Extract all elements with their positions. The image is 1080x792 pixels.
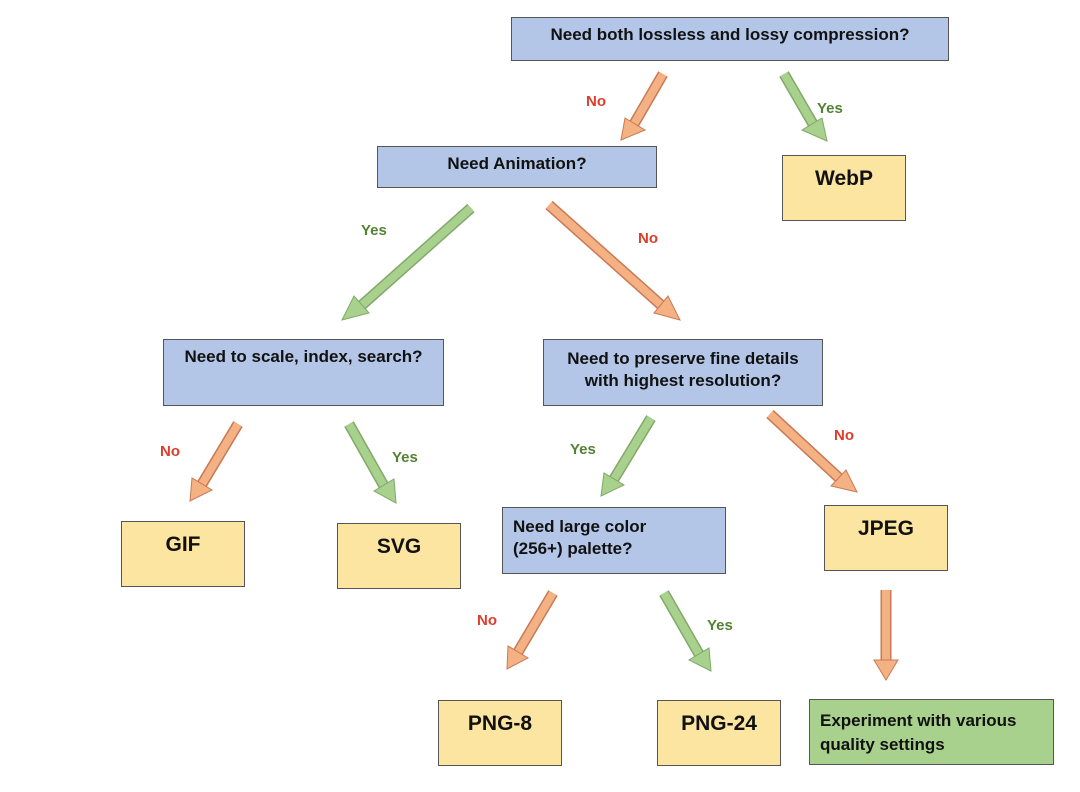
- question-large-palette-line1: Need large color: [513, 517, 647, 536]
- result-jpeg: JPEG: [824, 505, 948, 571]
- question-animation: Need Animation?: [377, 146, 657, 188]
- label-q5-no: No: [477, 612, 497, 629]
- arrow-q2-no: [545, 200, 681, 321]
- result-svg-text: SVG: [376, 535, 422, 558]
- result-png24: PNG-24: [657, 700, 781, 766]
- result-png24-text: PNG-24: [681, 712, 757, 735]
- question-fine-details: Need to preserve fine details with highe…: [543, 339, 823, 406]
- label-q3-yes: Yes: [392, 449, 418, 466]
- arrow-q4-yes: [600, 415, 656, 497]
- result-gif: GIF: [121, 521, 245, 587]
- result-jpeg-text: JPEG: [857, 517, 915, 540]
- question-fine-details-line2: with highest resolution?: [584, 371, 782, 390]
- label-q1-yes: Yes: [817, 100, 843, 117]
- label-q2-no: No: [638, 230, 658, 247]
- action-experiment-line2: quality settings: [820, 735, 945, 754]
- result-webp: WebP: [782, 155, 906, 221]
- arrow-q2-yes: [341, 203, 475, 321]
- arrow-q4-no: [766, 409, 858, 493]
- label-q1-no: No: [586, 93, 606, 110]
- question-animation-text: Need Animation?: [447, 154, 587, 173]
- question-large-palette: Need large color (256+) palette?: [502, 507, 726, 574]
- question-fine-details-line1: Need to preserve fine details: [567, 349, 799, 368]
- arrow-q1-no: [620, 71, 668, 141]
- result-gif-text: GIF: [165, 533, 201, 556]
- label-q4-no: No: [834, 427, 854, 444]
- result-png8-text: PNG-8: [467, 712, 533, 735]
- label-q5-yes: Yes: [707, 617, 733, 634]
- arrow-q3-yes: [344, 421, 397, 504]
- label-q4-yes: Yes: [570, 441, 596, 458]
- question-scale-text: Need to scale, index, search?: [184, 347, 423, 366]
- result-webp-text: WebP: [815, 167, 873, 190]
- arrow-jpeg-down: [873, 590, 899, 681]
- action-experiment-line1: Experiment with various: [820, 711, 1017, 730]
- question-scale-index-search: Need to scale, index, search?: [163, 339, 444, 406]
- label-q2-yes: Yes: [361, 222, 387, 239]
- question-large-palette-line2: (256+) palette?: [513, 539, 633, 558]
- result-svg: SVG: [337, 523, 461, 589]
- label-q3-no: No: [160, 443, 180, 460]
- arrow-q5-yes: [659, 590, 712, 672]
- arrow-q3-no: [189, 421, 243, 502]
- action-experiment-quality: Experiment with various quality settings: [809, 699, 1054, 765]
- question-lossless-lossy-text: Need both lossless and lossy compression…: [550, 25, 910, 44]
- question-lossless-lossy: Need both lossless and lossy compression…: [511, 17, 949, 61]
- arrow-q5-no: [506, 590, 558, 670]
- arrow-q1-yes: [779, 71, 828, 142]
- result-png8: PNG-8: [438, 700, 562, 766]
